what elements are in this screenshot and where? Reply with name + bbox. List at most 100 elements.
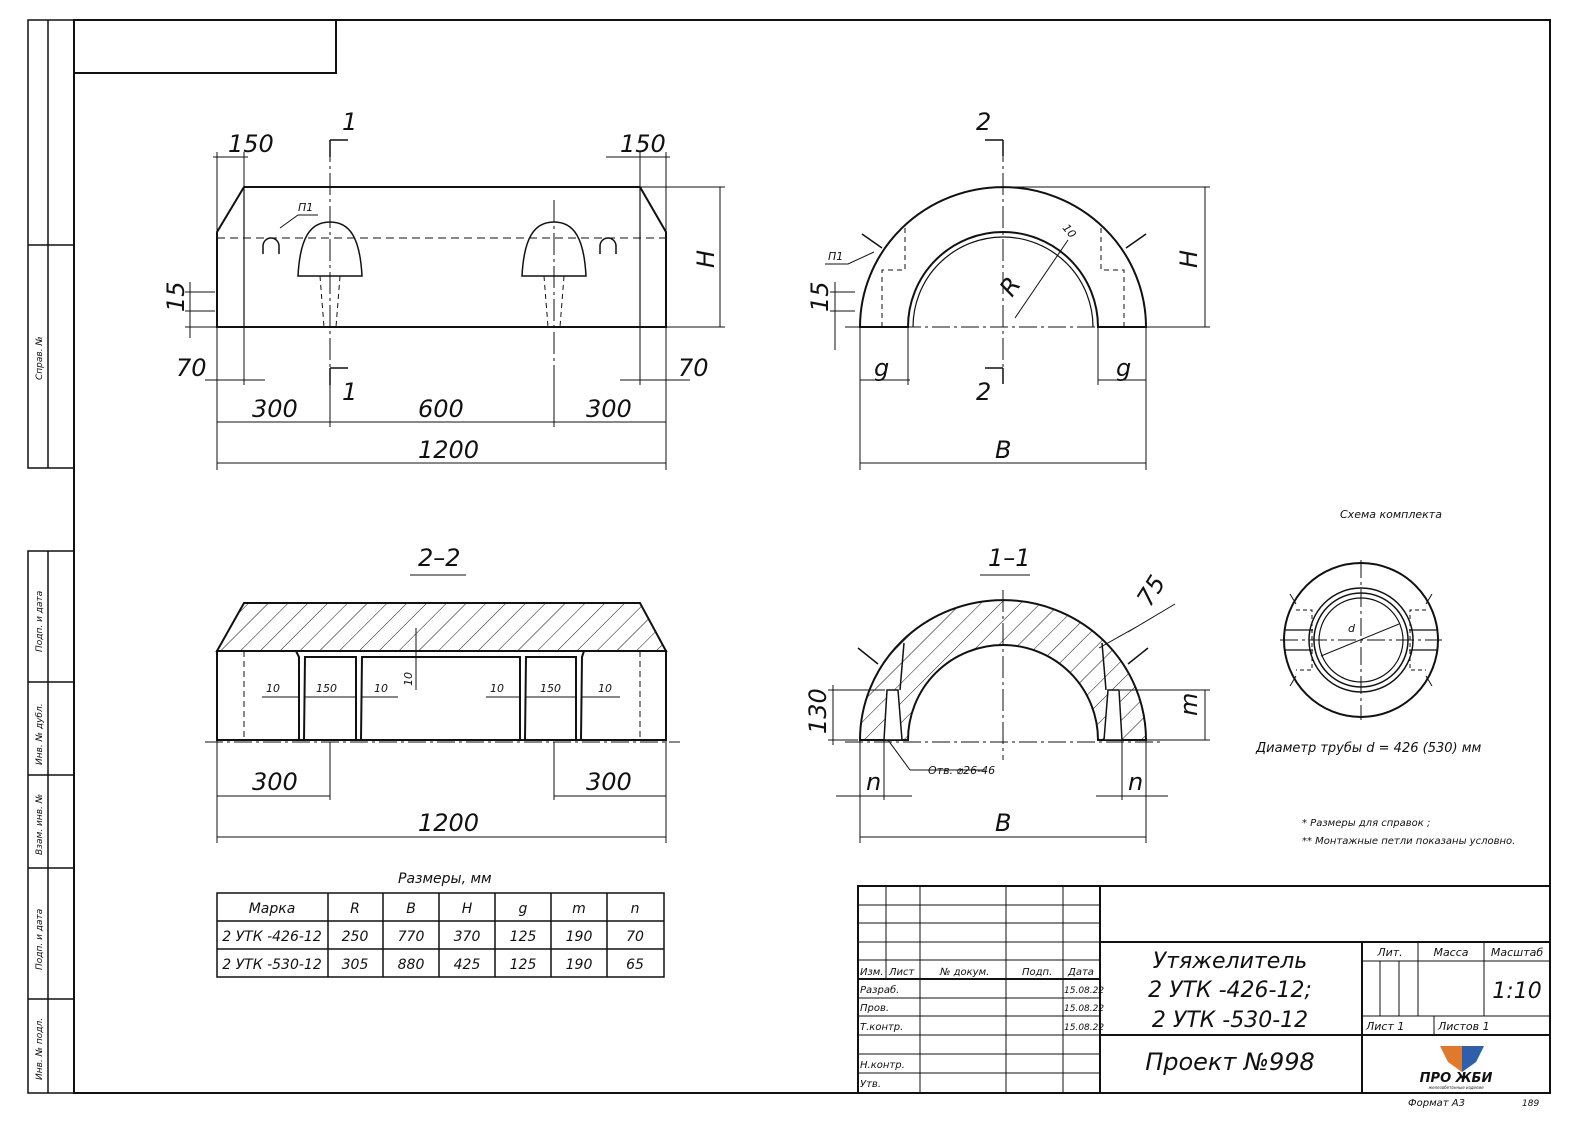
tb-row-label: Т.контр. bbox=[860, 1022, 903, 1033]
dim-150-left: 150 bbox=[228, 130, 274, 158]
table-header: n bbox=[631, 901, 640, 917]
sidebar-labels: Справ. № Подп. и дата Инв. № дубл. Взам.… bbox=[35, 336, 45, 1080]
dim-width: B bbox=[995, 809, 1011, 837]
dim-height: H bbox=[1175, 250, 1203, 268]
dim: 150 bbox=[540, 682, 561, 695]
tb-col-header: Дата bbox=[1067, 967, 1094, 978]
logo-text: ПРО ЖБИ bbox=[1420, 1071, 1493, 1086]
product-code-1: 2 УТК -426-12; bbox=[1148, 978, 1312, 1003]
side-view-dims: 2 2 П1 10 R H 15 g g B bbox=[806, 108, 1203, 464]
table-cell: 70 bbox=[626, 929, 644, 945]
section-title: 2–2 bbox=[418, 544, 461, 572]
sidebar-label: Справ. № bbox=[35, 336, 45, 380]
dim-g-right: g bbox=[1116, 354, 1131, 382]
table-header: g bbox=[519, 901, 528, 917]
sidebar-label: Подп. и дата bbox=[35, 909, 45, 970]
dim-n-right: n bbox=[1128, 768, 1143, 796]
cut-label-bottom: 1 bbox=[342, 378, 357, 406]
cut-label-top: 2 bbox=[976, 108, 991, 136]
section-2-2-dims: 2–2 10 150 10 10 10 150 10 300 300 1200 bbox=[252, 544, 632, 837]
dim-15: 15 bbox=[162, 281, 190, 312]
dim-height: H bbox=[692, 250, 720, 268]
table-header: H bbox=[462, 901, 473, 917]
tb-col-header: Подп. bbox=[1022, 967, 1052, 978]
tb-row-label: Разраб. bbox=[860, 984, 899, 996]
dim-300-left: 300 bbox=[252, 395, 298, 423]
note: ** Монтажные петли показаны условно. bbox=[1302, 836, 1515, 847]
dim-m: m bbox=[1175, 693, 1203, 716]
logo-shield-accent-icon bbox=[1462, 1046, 1484, 1072]
table-header: m bbox=[572, 901, 586, 917]
dim-g-left: g bbox=[874, 354, 889, 382]
table-cell: 125 bbox=[510, 957, 537, 973]
table-cell: 425 bbox=[454, 957, 481, 973]
dim-600: 600 bbox=[418, 395, 464, 423]
table-cell: 190 bbox=[566, 929, 593, 945]
tb-row-date: 15.08.22 bbox=[1064, 986, 1104, 996]
tb-row-date: 15.08.22 bbox=[1064, 1004, 1104, 1014]
note: * Размеры для справок ; bbox=[1302, 818, 1430, 829]
dim-15: 15 bbox=[806, 281, 834, 312]
section-2-2 bbox=[205, 574, 680, 843]
dim-75: 75 bbox=[1131, 570, 1171, 611]
title-block: Изм. Лист № докум. Подп. Дата Разраб. 15… bbox=[857, 885, 1551, 1109]
table-cell: 125 bbox=[510, 929, 537, 945]
table-cell: 190 bbox=[566, 957, 593, 973]
dim-300-left: 300 bbox=[252, 768, 298, 796]
dim-70-left: 70 bbox=[176, 354, 207, 382]
front-view bbox=[185, 139, 725, 470]
table-header: R bbox=[350, 901, 360, 917]
left-sidebar bbox=[27, 19, 75, 1094]
dim-n-left: n bbox=[866, 768, 881, 796]
loop-label: П1 bbox=[298, 201, 313, 214]
tb-sheets: Листов 1 bbox=[1437, 1020, 1490, 1033]
section-1-1 bbox=[828, 574, 1210, 843]
company-logo: ПРО ЖБИ железобетонные изделия bbox=[1420, 1046, 1493, 1090]
dim-width: B bbox=[995, 436, 1011, 464]
dim-1200: 1200 bbox=[418, 436, 479, 464]
product-code-2: 2 УТК -530-12 bbox=[1152, 1008, 1308, 1033]
dim-150-right: 150 bbox=[620, 130, 666, 158]
scheme-caption: Диаметр трубы d = 426 (530) мм bbox=[1255, 741, 1482, 756]
scheme-title: Схема комплекта bbox=[1340, 508, 1442, 521]
tb-row-label: Пров. bbox=[860, 1003, 889, 1014]
dim-300-right: 300 bbox=[586, 768, 632, 796]
tb-col-header: № докум. bbox=[939, 967, 989, 978]
notes: * Размеры для справок ; ** Монтажные пет… bbox=[1302, 818, 1515, 847]
cut-label-top: 1 bbox=[342, 108, 357, 136]
dim: 10 bbox=[402, 672, 415, 686]
dim: 10 bbox=[598, 682, 612, 695]
dim-radius: R bbox=[994, 272, 1027, 302]
front-view-dims: 150 150 1 1 П1 H 15 70 70 300 600 300 12… bbox=[162, 108, 720, 464]
tb-scale-value: 1:10 bbox=[1492, 979, 1541, 1004]
page-number: 189 bbox=[1522, 1099, 1539, 1109]
tb-col-header: Лист bbox=[888, 967, 916, 978]
dim-1200: 1200 bbox=[418, 809, 479, 837]
table-header: B bbox=[406, 901, 416, 917]
table-cell: 2 УТК -426-12 bbox=[222, 929, 322, 945]
table-cell: 370 bbox=[454, 929, 481, 945]
cut-label-bottom: 2 bbox=[976, 378, 991, 406]
tb-lit-label: Лит. bbox=[1376, 946, 1402, 959]
logo-subtext: железобетонные изделия bbox=[1428, 1085, 1485, 1090]
table-cell: 250 bbox=[342, 929, 369, 945]
sidebar-label: Инв. № подл. bbox=[35, 1018, 45, 1080]
dim: 150 bbox=[316, 682, 337, 695]
tb-sheet: Лист 1 bbox=[1365, 1020, 1404, 1033]
dim-70-right: 70 bbox=[678, 354, 709, 382]
loop-label: П1 bbox=[828, 250, 843, 263]
tb-row-label: Н.контр. bbox=[860, 1060, 905, 1071]
dim: 10 bbox=[266, 682, 280, 695]
tb-col-header: Изм. bbox=[860, 967, 884, 978]
table-cell: 2 УТК -530-12 bbox=[222, 957, 322, 973]
table-cell: 880 bbox=[398, 957, 425, 973]
sidebar-label: Инв. № дубл. bbox=[35, 703, 45, 765]
dim-130: 130 bbox=[804, 688, 832, 734]
table-cell: 770 bbox=[398, 929, 425, 945]
table-cell: 305 bbox=[342, 957, 369, 973]
hole-label: Отв. ⌀26-46 bbox=[928, 764, 995, 777]
tb-scale-label: Масштаб bbox=[1491, 946, 1543, 959]
dim: 10 bbox=[374, 682, 388, 695]
tb-mass-label: Масса bbox=[1433, 946, 1468, 959]
